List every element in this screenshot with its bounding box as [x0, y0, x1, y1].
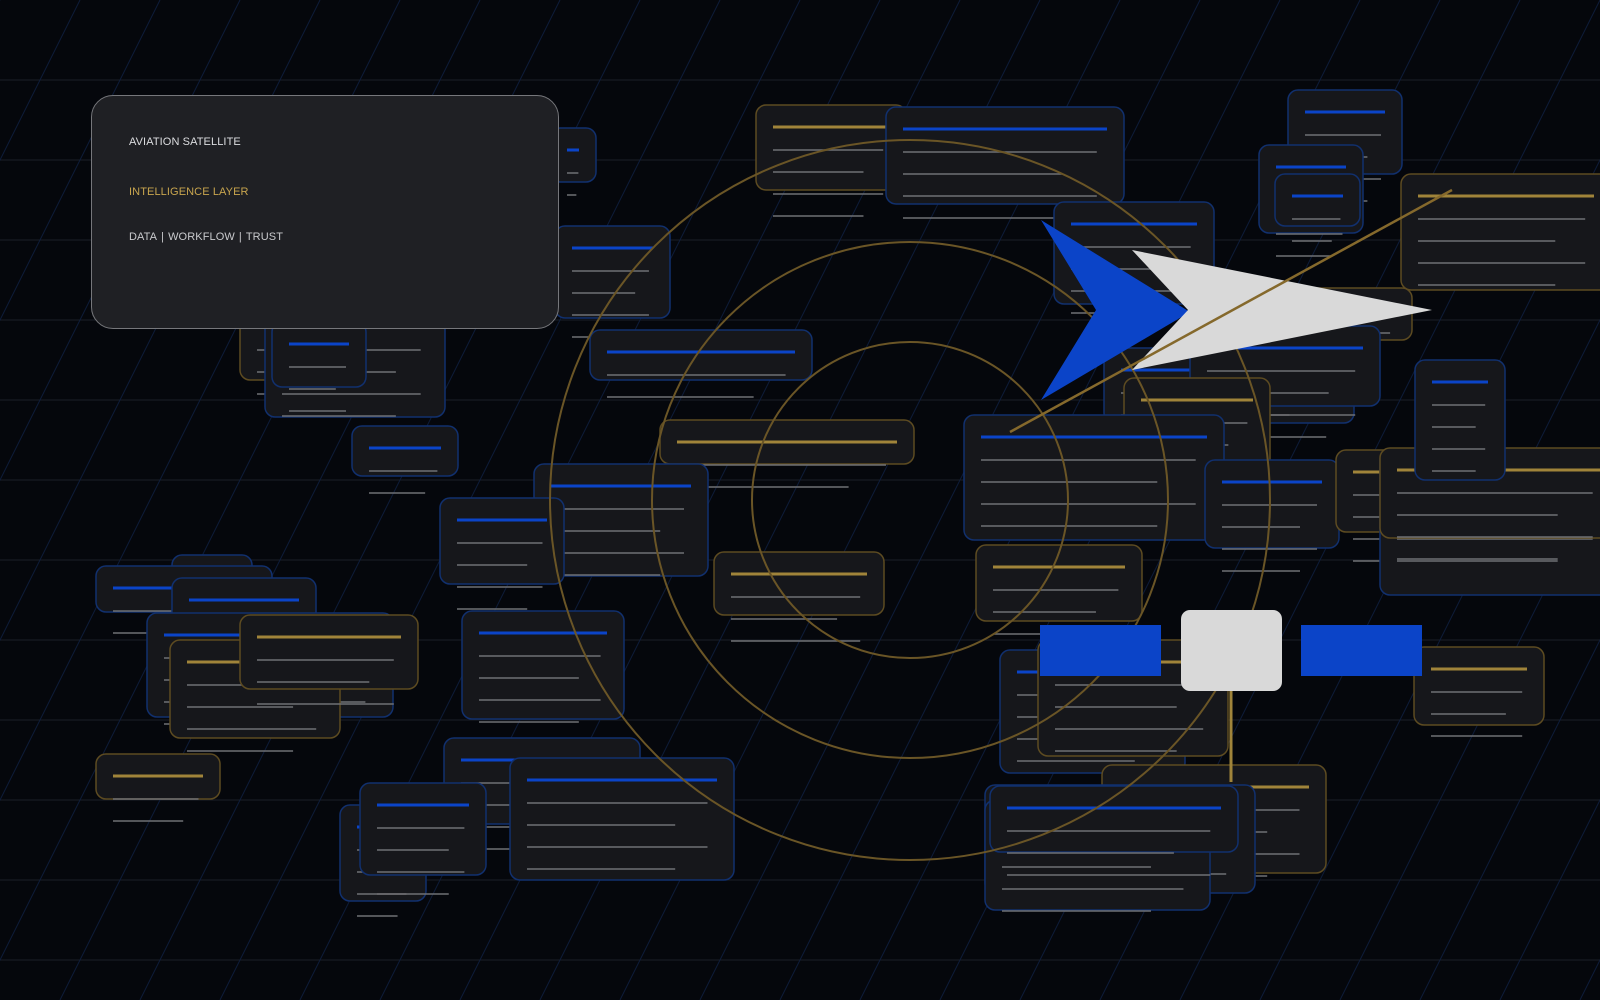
card-body: [975, 544, 1143, 622]
blue-block: [1040, 625, 1161, 676]
card-body: [963, 414, 1225, 541]
card: [554, 225, 671, 338]
grid-diagonal-line: [1419, 638, 1600, 1000]
card-body: [509, 757, 735, 881]
tag-data: DATA: [129, 231, 158, 243]
white-arrow-shape: [1132, 250, 1432, 370]
card-body: [1400, 173, 1600, 291]
card: [1400, 173, 1600, 291]
card: [989, 785, 1239, 876]
separator: |: [161, 231, 165, 243]
title-line-3: DATA|WORKFLOW|TRUST: [129, 231, 283, 243]
card-body: [1274, 173, 1361, 227]
grid-diagonal-line: [0, 0, 161, 322]
card-body: [461, 610, 625, 720]
card-body: [1414, 359, 1506, 481]
card: [589, 329, 813, 398]
card-body: [439, 497, 565, 585]
card: [755, 104, 907, 217]
title-panel: AVIATION SATELLITE INTELLIGENCE LAYER DA…: [91, 95, 559, 329]
card: [359, 782, 487, 895]
card: [1274, 173, 1361, 242]
card: [713, 551, 885, 642]
card: [461, 610, 625, 723]
white-square: [1181, 610, 1282, 691]
card: [239, 614, 419, 705]
blue-chevron-shape: [1041, 220, 1190, 400]
card: [1414, 359, 1506, 481]
separator: |: [238, 231, 242, 243]
card-body: [713, 551, 885, 616]
card: [351, 425, 459, 494]
concentric-rings: [549, 139, 1271, 861]
card: [975, 544, 1143, 635]
card-body: [1413, 646, 1545, 726]
title-line-1: AVIATION SATELLITE: [129, 136, 241, 148]
tag-workflow: WORKFLOW: [168, 231, 235, 243]
card: [271, 321, 367, 412]
card-body: [239, 614, 419, 690]
node-blocks: [1040, 610, 1422, 782]
gold-diagonal-line: [1009, 188, 1453, 434]
card-body: [359, 782, 487, 876]
grid-diagonal-line: [0, 0, 81, 162]
card: [963, 414, 1225, 541]
card-body: [885, 106, 1125, 205]
card-body: [589, 329, 813, 381]
blue-block: [1301, 625, 1422, 676]
card-body: [755, 104, 907, 191]
ring-middle: [651, 241, 1169, 759]
card-body: [989, 785, 1239, 853]
tag-trust: TRUST: [245, 231, 284, 243]
card-body: [271, 321, 367, 388]
card: [885, 106, 1125, 219]
card: [95, 753, 221, 822]
card: [659, 419, 915, 488]
ring-outer: [549, 139, 1271, 861]
card-body: [351, 425, 459, 477]
card-body: [1204, 459, 1340, 549]
card-body: [554, 225, 671, 319]
title-line-2: INTELLIGENCE LAYER: [129, 186, 249, 198]
arrow-logo-mark: [1009, 188, 1453, 434]
grid-diagonal-line: [1499, 798, 1600, 1000]
card: [439, 497, 565, 610]
card: [1413, 646, 1545, 737]
ring-inner: [751, 341, 1069, 659]
card: [509, 757, 735, 881]
card: [1204, 459, 1340, 572]
